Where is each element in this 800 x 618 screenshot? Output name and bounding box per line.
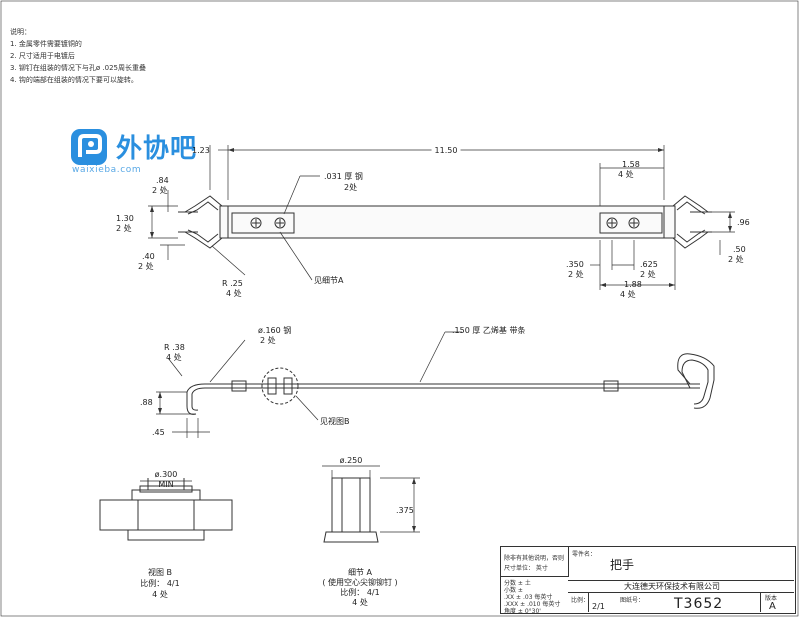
note-item-1: 1. 金属零件需要镀铜的 xyxy=(10,40,82,48)
view-b-title: 视图 B xyxy=(147,568,173,577)
side-view-dimensions xyxy=(156,331,462,438)
scale-label: 比例： xyxy=(571,597,590,604)
detail-a-dim-375: .375 xyxy=(396,506,414,515)
tolerance-row-5: 角度 ± 0°30' xyxy=(504,608,541,615)
dim-031-qty: 2处 xyxy=(344,183,358,192)
tolerance-note-1: 除非有其他说明，否则 xyxy=(504,555,565,562)
view-b-dim-300: ø.300 xyxy=(154,470,178,479)
detail-a-qty: 4 处 xyxy=(352,598,368,607)
tolerance-row-2: 小数 ± xyxy=(504,587,523,594)
dim-040-qty: 2 处 xyxy=(138,262,154,271)
dim-350: .350 xyxy=(566,260,584,269)
dim-625: .625 xyxy=(640,260,658,269)
top-view-strap xyxy=(219,205,676,239)
dim-r038-qty: 4 处 xyxy=(166,353,182,362)
dim-158: 1.58 xyxy=(622,160,640,169)
dim-160-steel: ø.160 钢 xyxy=(258,326,292,335)
note-item-4: 4. 钩的端部在组装的情况下要可以旋转。 xyxy=(10,76,138,84)
dim-158-qty: 4 处 xyxy=(618,170,634,179)
top-view-left-hook xyxy=(178,195,223,249)
detail-a-reference: 见细节A xyxy=(314,276,344,285)
dimension-arrowheads xyxy=(150,148,732,532)
company-name: 大连德天环保技术有限公司 xyxy=(624,582,720,591)
top-view-left-plate xyxy=(231,212,295,234)
dim-r025-qty: 4 处 xyxy=(226,289,242,298)
dim-overall-length: 11.50 xyxy=(431,146,461,155)
dim-left-offset: 1.23 xyxy=(192,146,210,155)
dim-150-vinyl-strap: .150 厚 乙烯基 带条 xyxy=(452,326,526,335)
dim-045: .45 xyxy=(152,428,165,437)
top-view-right-hook xyxy=(672,195,712,249)
detail-a-scale: 比例： 4/1 xyxy=(340,588,380,597)
dim-050-qty: 2 处 xyxy=(728,255,744,264)
drawing-number-label: 图纸号： xyxy=(620,597,645,604)
detail-a-dim-250: ø.250 xyxy=(339,456,363,465)
revision-value: A xyxy=(769,601,776,612)
part-name: 把手 xyxy=(610,558,635,572)
detail-a-rivet-note: ( 使用空心尖铆铆钉 ) xyxy=(322,578,398,587)
dim-625-qty: 2 处 xyxy=(640,270,656,279)
note-item-3: 3. 铆钉在组装的情况下与孔ø .025周长重叠 xyxy=(10,64,146,72)
detail-a-title: 细节 A xyxy=(347,568,373,577)
watermark-url: waixieba.com xyxy=(72,165,142,175)
part-name-label: 零件名： xyxy=(572,551,597,558)
dim-160-qty: 2 处 xyxy=(260,336,276,345)
dim-084: .84 xyxy=(156,176,169,185)
dim-040: .40 xyxy=(142,252,155,261)
dim-130-qty: 2 处 xyxy=(116,224,132,233)
view-b-drawing xyxy=(99,478,233,541)
detail-a-drawing xyxy=(322,465,420,543)
dim-050: .50 xyxy=(733,245,746,254)
drawing-number: T3652 xyxy=(674,596,724,612)
tolerance-row-1: 分数 ± 土 xyxy=(504,580,531,587)
side-view-rod xyxy=(186,353,715,415)
top-view-right-plate xyxy=(599,212,663,234)
logo-mark-icon xyxy=(71,129,107,165)
notes-heading: 说明： xyxy=(10,28,31,36)
dim-r025: R .25 xyxy=(222,279,243,288)
general-notes: 说明： 1. 金属零件需要镀铜的 2. 尺寸适用于电镀后 3. 铆钉在组装的情况… xyxy=(10,26,146,86)
note-item-2: 2. 尺寸适用于电镀后 xyxy=(10,52,75,60)
dim-350-qty: 2 处 xyxy=(568,270,584,279)
view-b-reference: 见视图B xyxy=(320,417,350,426)
dim-r038: R .38 xyxy=(164,343,185,352)
scale-value: 2/1 xyxy=(592,602,605,611)
dim-031-steel: .031 厚 钢 xyxy=(324,172,363,181)
view-b-scale: 比例： 4/1 xyxy=(140,579,180,588)
watermark-name: 外协吧 xyxy=(116,134,198,164)
dim-188-qty: 4 处 xyxy=(620,290,636,299)
watermark-logo: 外协吧 waixieba.com xyxy=(70,128,230,178)
dim-084-qty: 2 处 xyxy=(152,186,168,195)
view-b-dim-min: MIN xyxy=(158,480,174,489)
dim-188: 1.88 xyxy=(624,280,642,289)
tolerance-note-2: 尺寸单位： 英寸 xyxy=(504,565,548,572)
revision-label: 版本 xyxy=(765,595,778,602)
view-b-qty: 4 处 xyxy=(152,590,168,599)
tolerance-row-4: .XXX ± .010 每英寸 xyxy=(504,601,561,608)
dim-096: .96 xyxy=(737,218,750,227)
tolerance-row-3: .XX ± .03 每英寸 xyxy=(504,594,553,601)
dim-088: .88 xyxy=(140,398,153,407)
dim-130: 1.30 xyxy=(116,214,134,223)
